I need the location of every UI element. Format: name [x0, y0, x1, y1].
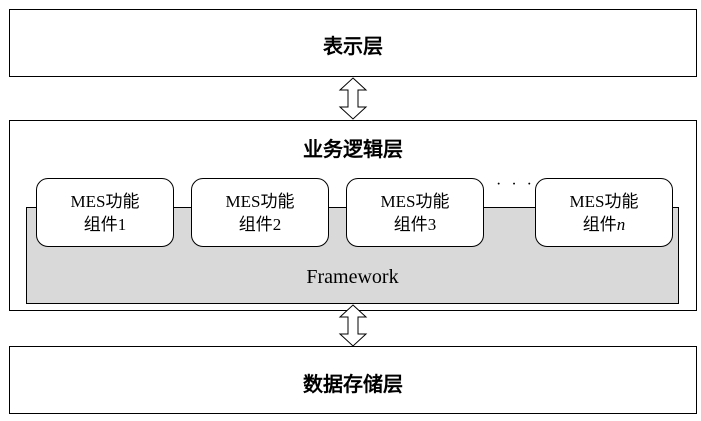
business-logic-layer-label: 业务逻辑层: [303, 137, 403, 161]
component-number: 2: [272, 214, 282, 234]
component-subtitle: 组件1: [84, 213, 127, 236]
presentation-layer-label: 表示层: [323, 34, 383, 58]
component-number: 3: [427, 214, 437, 234]
bidirectional-arrow-icon: [338, 304, 368, 347]
component-box-1: MES功能 组件1: [36, 178, 174, 247]
component-subtitle: 组件2: [239, 213, 282, 236]
component-subtitle-prefix: 组件: [582, 214, 617, 234]
bidirectional-arrow-icon: [338, 77, 368, 120]
data-storage-layer-label: 数据存储层: [303, 372, 403, 396]
component-number: 1: [117, 214, 127, 234]
component-subtitle-prefix: 组件: [238, 214, 273, 234]
component-title: MES功能: [225, 191, 295, 211]
component-subtitle-prefix: 组件: [83, 214, 118, 234]
ellipsis: · · ·: [496, 176, 535, 193]
component-subtitle-prefix: 组件: [393, 214, 428, 234]
component-box-2: MES功能 组件2: [191, 178, 329, 247]
component-subtitle: 组件n: [583, 213, 626, 236]
presentation-layer-box: 表示层: [9, 9, 697, 77]
component-number: n: [616, 214, 626, 234]
component-title: MES功能: [380, 191, 450, 211]
data-storage-layer-box: 数据存储层: [9, 346, 697, 414]
framework-label: Framework: [306, 266, 399, 288]
component-box-n: MES功能 组件n: [535, 178, 673, 247]
component-box-3: MES功能 组件3: [346, 178, 484, 247]
component-title: MES功能: [569, 191, 639, 211]
component-subtitle: 组件3: [394, 213, 437, 236]
component-title: MES功能: [70, 191, 140, 211]
